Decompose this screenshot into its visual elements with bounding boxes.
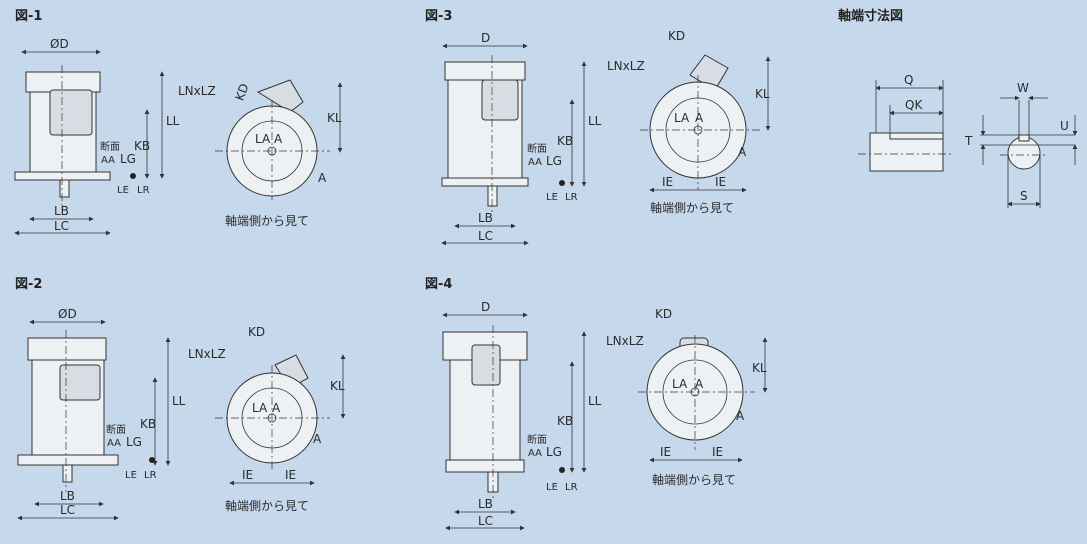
label-lnxlz: LNxLZ [178, 84, 216, 98]
dim-le: LE [117, 185, 129, 196]
dim-lc: LC [54, 219, 69, 233]
dim-le: LE [546, 192, 558, 203]
dim-ie: IE [660, 445, 671, 459]
dim-ie-2: IE [715, 175, 726, 189]
front-view [640, 54, 760, 190]
dim-ll: LL [588, 394, 602, 408]
figure-2: 図-2 ØD LL KB 断面 AA LG LE LR LB LC [15, 277, 346, 521]
dim-q: Q [904, 73, 913, 87]
dim-lr: LR [565, 192, 578, 203]
section-aa: AA [107, 438, 121, 449]
front-view [215, 354, 330, 470]
dim-lg: LG [546, 154, 562, 168]
dim-kl: KL [755, 87, 770, 101]
caption: 軸端側から見て [225, 499, 309, 513]
label-lnxlz: LNxLZ [606, 334, 644, 348]
dim-t: T [964, 134, 973, 148]
dim-lc: LC [478, 229, 493, 243]
dim-lr: LR [565, 482, 578, 493]
dim-lg: LG [546, 445, 562, 459]
dim-a: A [272, 401, 281, 415]
section-aa: AA [101, 155, 115, 166]
section-label: 断面 [100, 140, 120, 153]
dim-kd: KD [233, 82, 252, 103]
dim-lg: LG [126, 435, 142, 449]
section-aa: AA [528, 157, 542, 168]
dim-la: LA [672, 377, 688, 391]
dim-la: LA [255, 132, 271, 146]
side-view [14, 65, 111, 210]
figure-title: 図-4 [425, 277, 452, 292]
dim-lb: LB [54, 204, 69, 218]
dim-kb: KB [134, 139, 150, 153]
dim-kd: KD [248, 325, 265, 339]
dim-d: ØD [58, 307, 77, 321]
dim-kl: KL [327, 111, 342, 125]
section-label: 断面 [527, 142, 547, 155]
front-view [638, 335, 755, 450]
dim-ll: LL [172, 394, 186, 408]
label-lnxlz: LNxLZ [607, 59, 645, 73]
side-view [442, 325, 528, 500]
section-label: 断面 [527, 433, 547, 446]
dim-lr: LR [144, 470, 157, 481]
dim-ie-2: IE [712, 445, 723, 459]
dim-u: U [1060, 119, 1069, 133]
dim-le: LE [546, 482, 558, 493]
dim-a-2: A [738, 145, 747, 159]
dim-kb: KB [140, 417, 156, 431]
dim-ie: IE [662, 175, 673, 189]
dim-kb: KB [557, 134, 573, 148]
dim-ll: LL [166, 114, 180, 128]
dim-s: S [1020, 189, 1028, 203]
caption: 軸端側から見て [650, 201, 734, 215]
dim-kd: KD [655, 307, 672, 321]
dim-d: D [481, 31, 490, 45]
figure-4: 図-4 D LL KB 断面 AA LG LE LR LB LC [425, 277, 768, 531]
figure-title: 図-3 [425, 9, 452, 24]
dim-lb: LB [60, 489, 75, 503]
dim-lb: LB [478, 211, 493, 225]
dim-a: A [695, 111, 704, 125]
dim-lr: LR [137, 185, 150, 196]
dim-qk: QK [905, 98, 923, 112]
dim-a-2: A [736, 409, 745, 423]
side-view [17, 330, 119, 492]
dim-la: LA [674, 111, 690, 125]
dim-lg: LG [120, 152, 136, 166]
dim-a: A [695, 377, 704, 391]
label-lnxlz: LNxLZ [188, 347, 226, 361]
caption: 軸端側から見て [225, 214, 309, 228]
dim-ie-2: IE [285, 468, 296, 482]
dim-ll: LL [588, 114, 602, 128]
figure-title: 図-1 [15, 9, 42, 24]
shaft-title: 軸端寸法図 [838, 8, 903, 24]
dim-lc: LC [478, 514, 493, 528]
figure-3: 図-3 D LL KB 断面 AA LG LE LR LB LC [425, 9, 771, 246]
dim-w: W [1017, 81, 1029, 95]
dim-a-2: A [318, 171, 327, 185]
shaft-end-diagram: 軸端寸法図 Q QK W T U S [838, 8, 1078, 208]
dim-la: LA [252, 401, 268, 415]
dim-d: D [481, 300, 490, 314]
section-label: 断面 [106, 423, 126, 436]
dim-le: LE [125, 470, 137, 481]
front-view [215, 79, 330, 200]
dim-kl: KL [330, 379, 345, 393]
dim-kd: KD [668, 29, 685, 43]
dim-kl: KL [752, 361, 767, 375]
dim-lb: LB [478, 497, 493, 511]
section-aa: AA [528, 448, 542, 459]
side-view [441, 55, 529, 215]
dim-a: A [274, 132, 283, 146]
dim-kb: KB [557, 414, 573, 428]
figure-title: 図-2 [15, 277, 42, 292]
figure-1: 図-1 ØD LL KB 断面 AA LG LE LR LB LC [14, 9, 343, 236]
dim-d: ØD [50, 37, 69, 51]
dim-a-2: A [313, 432, 322, 446]
dim-ie: IE [242, 468, 253, 482]
caption: 軸端側から見て [652, 473, 736, 487]
dim-lc: LC [60, 503, 75, 517]
